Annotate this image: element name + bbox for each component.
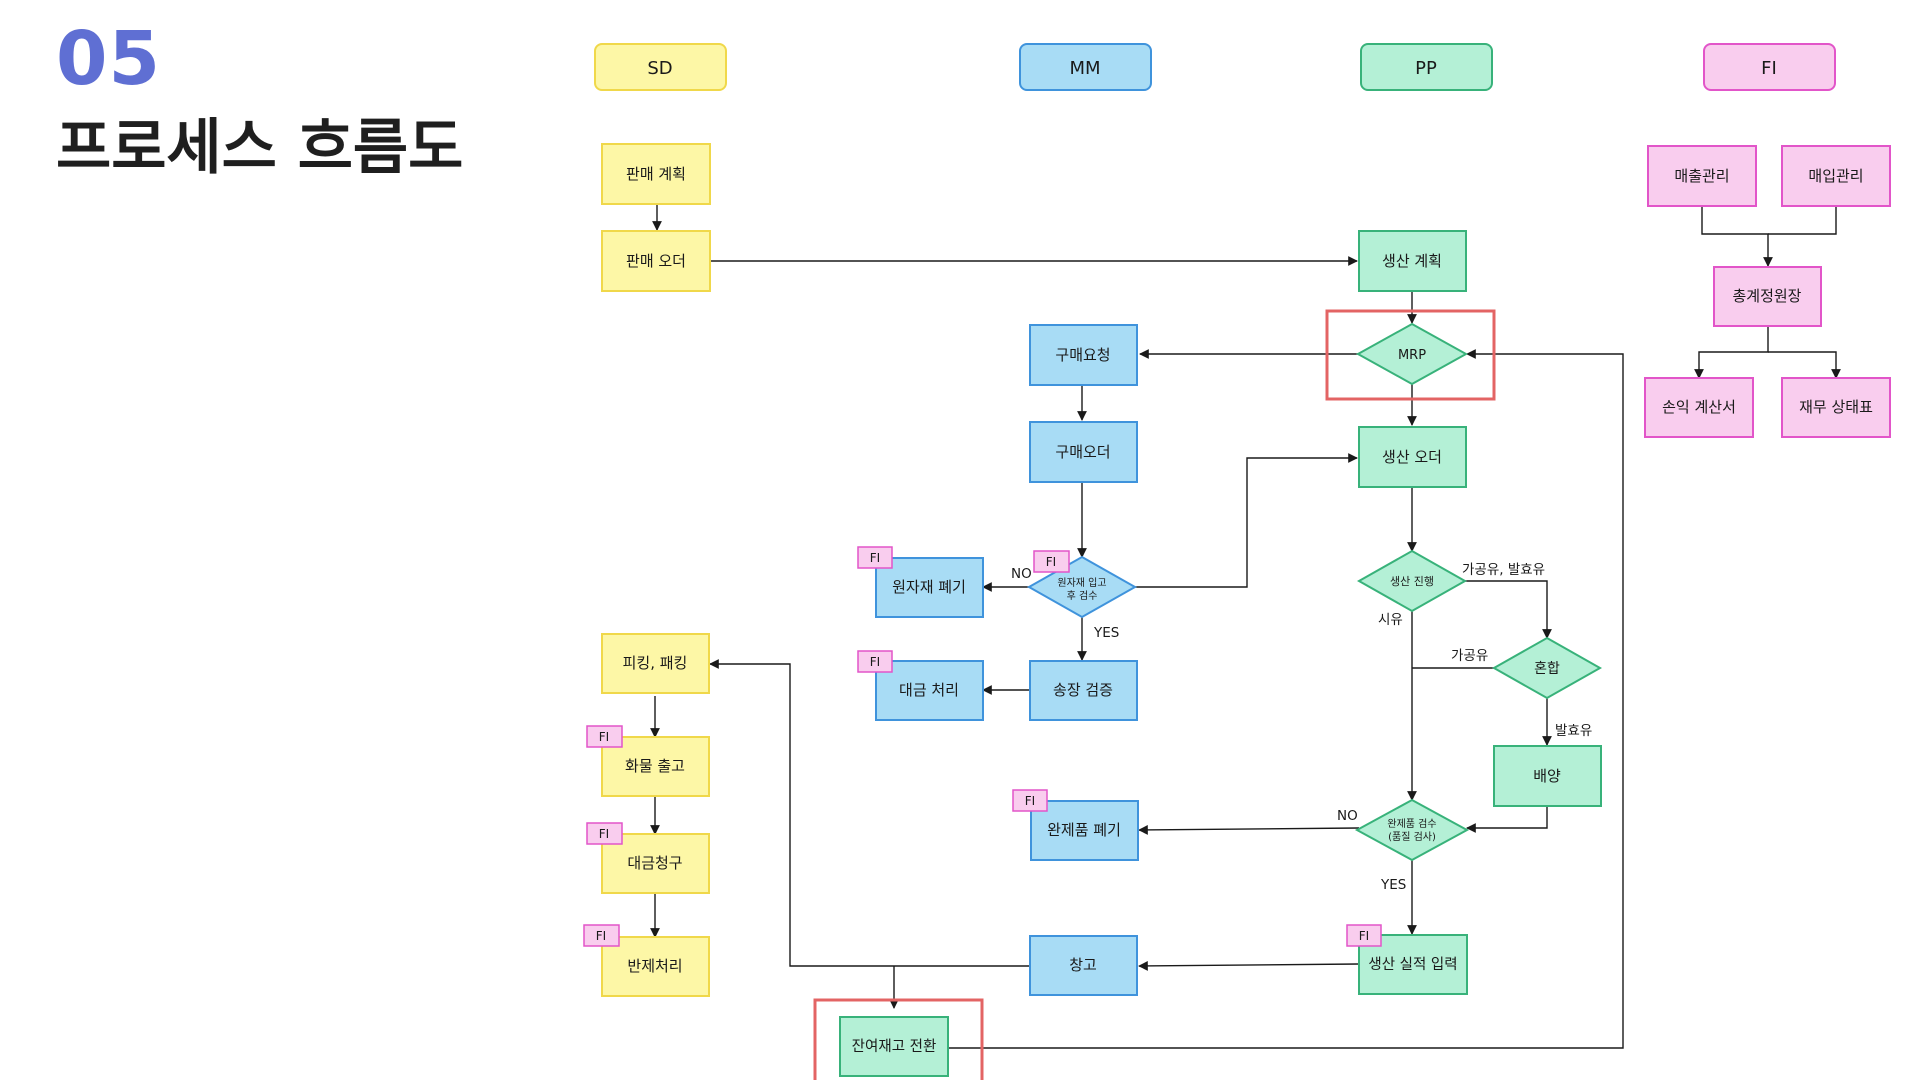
node-sales-order-label: 판매 오더 [626,252,686,270]
node-warehouse-label: 창고 [1069,956,1097,974]
edge-labels: NO YES 가공유, 발효유 시유 가공유 발효유 NO YES [1011,562,1592,893]
node-raw-disposal-label: 원자재 폐기 [892,578,966,596]
fi-tag-return-processing: FI [583,924,620,947]
node-sales-plan: 판매 계획 [601,143,711,205]
label-white-milk: 시유 [1378,612,1403,628]
node-mrp-label: MRP [1398,348,1426,363]
fi-tag-label: FI [870,655,880,669]
node-picking-packing: 피킹, 패킹 [601,633,710,694]
lane-header-pp-label: PP [1415,58,1437,79]
label-no-inspection: NO [1011,566,1032,582]
node-production-plan-label: 생산 계획 [1382,252,1442,270]
node-quality-check-label-line1: 완제품 검수 [1387,818,1436,830]
fi-tag-label: FI [1025,794,1035,808]
lane-header-fi: FI [1703,43,1836,91]
node-production-progress-decision: 생산 진행 [1356,549,1468,613]
node-balance-sheet: 재무 상태표 [1781,377,1891,438]
node-income-statement-label: 손익 계산서 [1662,398,1736,416]
node-remaining-stock: 잔여재고 전환 [839,1016,949,1077]
fi-tag-billing: FI [586,822,623,845]
label-no-quality: NO [1337,808,1358,824]
node-mixing-decision: 혼합 [1491,636,1603,700]
node-remaining-stock-label: 잔여재고 전환 [852,1038,937,1055]
node-payment-label: 대금 처리 [899,681,959,699]
node-purchase-request-label: 구매요청 [1055,346,1110,364]
fi-tag-goods-issue: FI [586,725,623,748]
fi-tag-label: FI [1359,929,1369,943]
lane-header-mm: MM [1019,43,1152,91]
node-production-result: 생산 실적 입력 [1358,934,1468,995]
node-general-ledger-label: 총계정원장 [1732,287,1801,305]
node-return-processing-label: 반제처리 [627,957,682,975]
node-warehouse: 창고 [1029,935,1138,996]
fi-tag-label: FI [870,551,880,565]
node-income-statement: 손익 계산서 [1644,377,1754,438]
node-invoice-verification-label: 송장 검증 [1053,681,1113,699]
node-production-plan: 생산 계획 [1358,230,1467,292]
fi-tag-finished-disposal: FI [1012,789,1048,812]
node-picking-packing-label: 피킹, 패킹 [623,654,688,672]
fi-tag-production-result: FI [1346,924,1382,947]
node-quality-check-decision: 완제품 검수 (품질 검사) [1354,798,1470,862]
node-mrp-decision: MRP [1355,322,1469,386]
node-goods-issue-label: 화물 출고 [625,757,685,775]
node-purchase-request: 구매요청 [1029,324,1138,386]
node-sales-order: 판매 오더 [601,230,711,292]
node-general-ledger: 총계정원장 [1713,266,1822,327]
node-balance-sheet-label: 재무 상태표 [1799,398,1873,416]
fi-tag-raw-disposal: FI [857,546,893,569]
node-raw-disposal: 원자재 폐기 [875,557,984,618]
node-sales-mgmt-label: 매출관리 [1674,167,1729,185]
fi-tag-inspection: FI [1033,550,1070,573]
lane-header-mm-label: MM [1069,58,1100,79]
node-fermentation-label: 배양 [1533,767,1561,785]
node-return-processing: 반제처리 [601,936,710,997]
highlight-remaining-stock [813,998,984,1080]
label-fermented: 발효유 [1555,723,1592,739]
fi-tag-label: FI [599,827,609,841]
node-purchase-mgmt: 매입관리 [1781,145,1891,207]
fi-tag-label: FI [596,929,606,943]
node-sales-plan-label: 판매 계획 [626,165,686,183]
label-processed-fermented: 가공유, 발효유 [1462,562,1545,578]
node-purchase-order-label: 구매오더 [1055,443,1110,461]
lane-header-fi-label: FI [1761,58,1777,79]
node-production-order: 생산 오더 [1358,426,1467,488]
node-payment: 대금 처리 [875,660,984,721]
label-processed: 가공유 [1451,648,1488,664]
connector-lines [650,204,1841,1049]
lane-header-pp: PP [1360,43,1493,91]
node-billing-label: 대금청구 [627,854,682,872]
node-finished-disposal-label: 완제품 폐기 [1047,821,1121,839]
label-yes-inspection: YES [1093,625,1119,641]
fi-tag-label: FI [599,730,609,744]
fi-tag-payment: FI [857,650,893,673]
node-fermentation: 배양 [1493,745,1602,807]
node-production-progress-label: 생산 진행 [1390,575,1434,588]
section-number: 05 [56,16,161,102]
node-finished-disposal: 완제품 폐기 [1030,800,1139,861]
node-production-result-label: 생산 실적 입력 [1368,956,1457,973]
highlight-mrp [1325,309,1496,401]
node-inspection-label-line2: 후 검수 [1067,590,1098,602]
node-invoice-verification: 송장 검증 [1029,660,1138,721]
lane-header-sd-label: SD [647,58,672,79]
node-production-order-label: 생산 오더 [1382,448,1442,466]
node-mixing-label: 혼합 [1534,661,1560,677]
node-sales-mgmt: 매출관리 [1647,145,1757,207]
page-title: 프로세스 흐름도 [56,113,464,183]
label-yes-quality: YES [1380,877,1406,893]
node-purchase-order: 구매오더 [1029,421,1138,483]
fi-tag-label: FI [1046,555,1056,569]
node-inspection-label-line1: 원자재 입고 [1057,576,1106,589]
node-purchase-mgmt-label: 매입관리 [1808,167,1863,185]
node-quality-check-label-line2: (품질 검사) [1388,831,1436,843]
lane-header-sd: SD [594,43,727,91]
